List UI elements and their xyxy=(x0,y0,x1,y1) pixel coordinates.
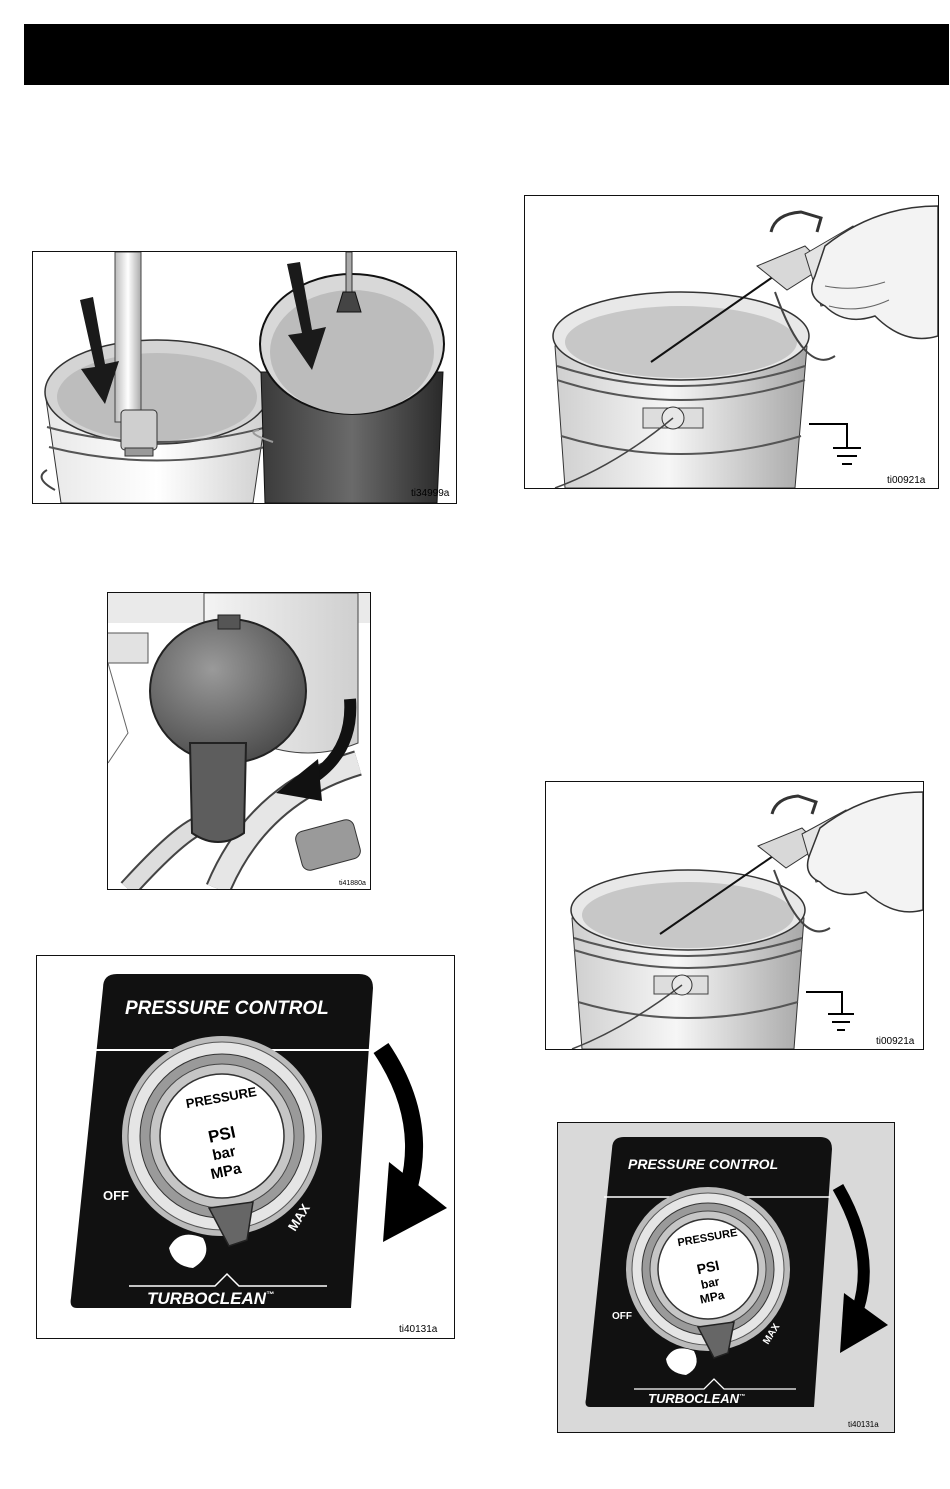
figure-id-label: ti00921a xyxy=(887,475,926,486)
prime-valve-figure: ti41880a xyxy=(107,592,371,890)
pressure-control-figure-small: PRESSURE CONTROL PRESSURE PSI bar MPa OF… xyxy=(557,1122,895,1433)
buckets-figure: ti34999a xyxy=(32,251,457,504)
panel-title: PRESSURE CONTROL xyxy=(125,998,329,1019)
grounded-pail-figure-top: ti00921a xyxy=(524,195,939,489)
figure-id-label: ti00921a xyxy=(876,1036,915,1047)
figure-id-label: ti40131a xyxy=(848,1420,879,1429)
buckets-illustration: ti34999a xyxy=(33,252,456,503)
figure-id-label: ti40131a xyxy=(399,1324,438,1335)
grounded-pail-figure-bottom: ti00921a xyxy=(545,781,924,1050)
off-label: OFF xyxy=(103,1188,129,1203)
brand-label: TURBOCLEAN™ xyxy=(147,1289,274,1308)
pressure-control-figure-large: PRESSURE CONTROL PRESSURE PSI bar MPa OF… xyxy=(36,955,455,1339)
panel-title: PRESSURE CONTROL xyxy=(628,1156,778,1172)
section-header-bar xyxy=(24,24,949,85)
figure-id-label: ti41880a xyxy=(339,880,366,887)
off-label: OFF xyxy=(612,1311,632,1322)
brand-label: TURBOCLEAN™ xyxy=(648,1391,745,1406)
figure-id-label: ti34999a xyxy=(411,488,450,499)
